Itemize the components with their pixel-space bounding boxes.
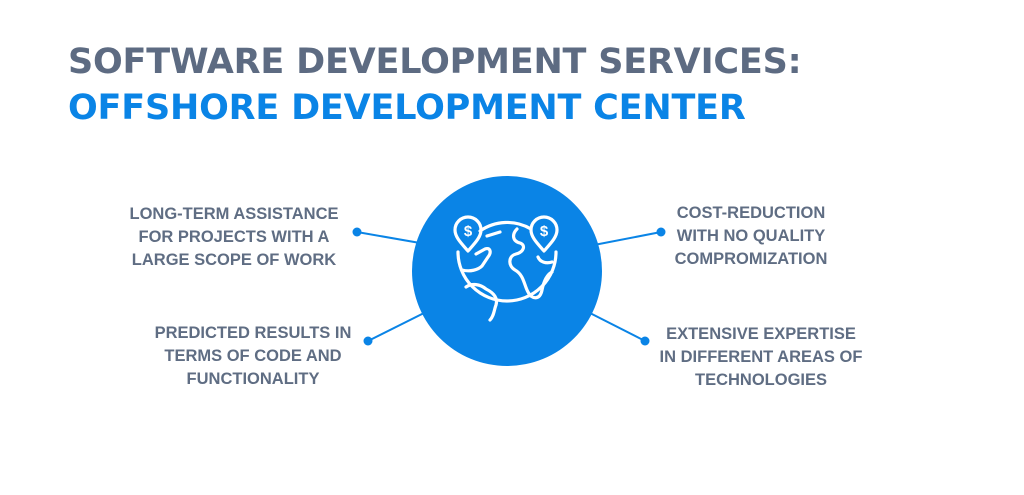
benefit-line: WITH NO QUALITY [676,227,826,245]
benefit-line: TECHNOLOGIES [694,371,827,389]
benefit-line: TERMS OF CODE AND [164,347,342,365]
dollar-icon-right: $ [540,223,549,240]
benefit-line: IN DIFFERENT AREAS OF [659,348,863,366]
benefit-predicted-results: PREDICTED RESULTS IN TERMS OF CODE AND F… [132,322,374,391]
benefit-line: EXTENSIVE EXPERTISE [666,325,856,343]
connector-bottom-right [585,310,650,346]
benefit-long-term-assistance: LONG-TERM ASSISTANCE FOR PROJECTS WITH A… [114,203,354,272]
title-line-primary: SOFTWARE DEVELOPMENT SERVICES: [68,42,802,82]
globe-with-dollar-pins-icon [453,215,559,322]
benefit-line: FOR PROJECTS WITH A [138,228,330,246]
connector-top-left [352,227,421,244]
connector-bottom-left [363,310,429,346]
center-circle [412,176,602,366]
benefit-cost-reduction: COST-REDUCTION WITH NO QUALITY COMPROMIZ… [640,202,862,271]
dollar-icon-left: $ [464,223,473,240]
benefit-extensive-expertise: EXTENSIVE EXPERTISE IN DIFFERENT AREAS O… [640,323,882,392]
benefit-line: COMPROMIZATION [674,250,828,268]
benefit-line: LONG-TERM ASSISTANCE [129,205,339,223]
title-line-highlight: OFFSHORE DEVELOPMENT CENTER [68,88,746,128]
connectors [352,227,666,346]
benefit-line: LARGE SCOPE OF WORK [131,251,337,269]
connector-top-right [593,227,666,246]
benefit-line: COST-REDUCTION [676,204,826,222]
page-title: SOFTWARE DEVELOPMENT SERVICES: OFFSHORE … [68,39,802,131]
benefit-line: PREDICTED RESULTS IN [154,324,352,342]
dollar-sign-icons: $ $ [464,223,549,240]
benefit-line: FUNCTIONALITY [186,370,320,388]
